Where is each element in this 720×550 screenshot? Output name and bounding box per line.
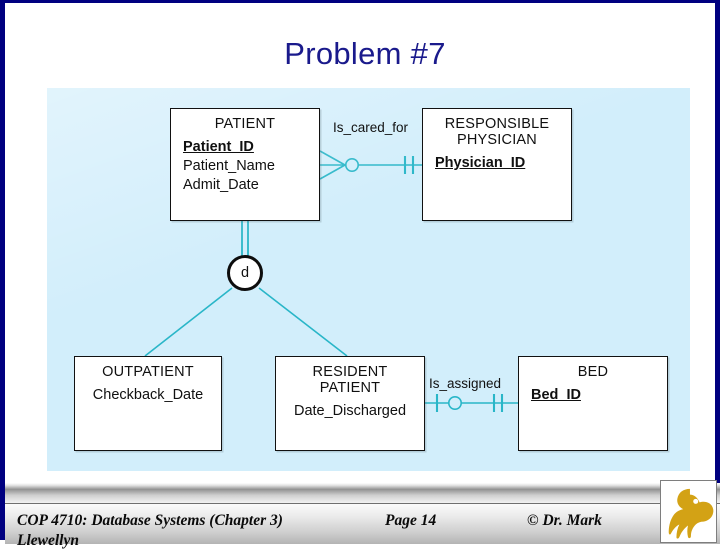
footer-page-number: Page 14 (385, 512, 437, 529)
entity-patient-title: PATIENT (214, 116, 276, 132)
specialization-circle-disjoint[interactable]: d (227, 255, 263, 291)
relationship-label-is-cared-for: Is_cared_for (333, 120, 409, 135)
crowsfoot-is-cared-for (319, 150, 346, 180)
entity-bed[interactable]: BED Bed_ID (518, 356, 668, 451)
entity-patient[interactable]: PATIENT Patient_ID Patient_Name Admit_Da… (170, 108, 320, 221)
footer-author-second-line: Llewellyn (17, 532, 79, 549)
footer-author: © Dr. Mark (527, 512, 602, 529)
entity-responsible-physician[interactable]: RESPONSIBLE PHYSICIAN Physician_ID (422, 108, 572, 221)
pegasus-icon (668, 488, 714, 539)
attribute-admit-date: Admit_Date (183, 177, 259, 193)
attribute-bed-id: Bed_ID (531, 387, 581, 403)
specialization-symbol: d (240, 265, 250, 281)
relationship-label-is-assigned: Is_assigned (429, 376, 502, 391)
optional-circle-is-cared-for (344, 158, 359, 173)
footer-bar (5, 503, 720, 544)
entity-resident-patient[interactable]: RESIDENT PATIENT Date_Discharged (275, 356, 425, 451)
subtype-line-outpatient (144, 287, 233, 357)
diagram-connectors (144, 150, 518, 412)
entity-outpatient-attributes: Checkback_Date (75, 386, 221, 405)
diagram-panel: PATIENT Patient_ID Patient_Name Admit_Da… (47, 88, 690, 471)
attribute-date-discharged: Date_Discharged (293, 403, 407, 419)
entity-resident-patient-attributes: Date_Discharged (276, 402, 424, 421)
ucf-pegasus-logo (660, 480, 717, 543)
attribute-patient-id: Patient_ID (183, 139, 254, 155)
entity-outpatient-title: OUTPATIENT (102, 364, 194, 380)
optional-circle-is-assigned (447, 395, 462, 410)
entity-responsible-physician-title: RESPONSIBLE PHYSICIAN (444, 116, 550, 148)
entity-responsible-physician-attributes: Physician_ID (423, 154, 571, 173)
attribute-patient-name: Patient_Name (183, 158, 275, 174)
footer-divider-top (5, 483, 720, 489)
entity-patient-attributes: Patient_ID Patient_Name Admit_Date (171, 138, 319, 195)
page-title: Problem #7 (284, 36, 446, 71)
footer-divider-mid (5, 489, 720, 503)
entity-outpatient[interactable]: OUTPATIENT Checkback_Date (74, 356, 222, 451)
attribute-checkback-date: Checkback_Date (92, 387, 204, 403)
entity-bed-title: BED (577, 364, 609, 380)
entity-resident-patient-title: RESIDENT PATIENT (312, 364, 388, 396)
attribute-physician-id: Physician_ID (435, 155, 526, 171)
subtype-line-resident-patient (258, 287, 348, 357)
entity-bed-attributes: Bed_ID (519, 386, 667, 405)
footer-course-text: COP 4710: Database Systems (Chapter 3) (17, 512, 283, 529)
